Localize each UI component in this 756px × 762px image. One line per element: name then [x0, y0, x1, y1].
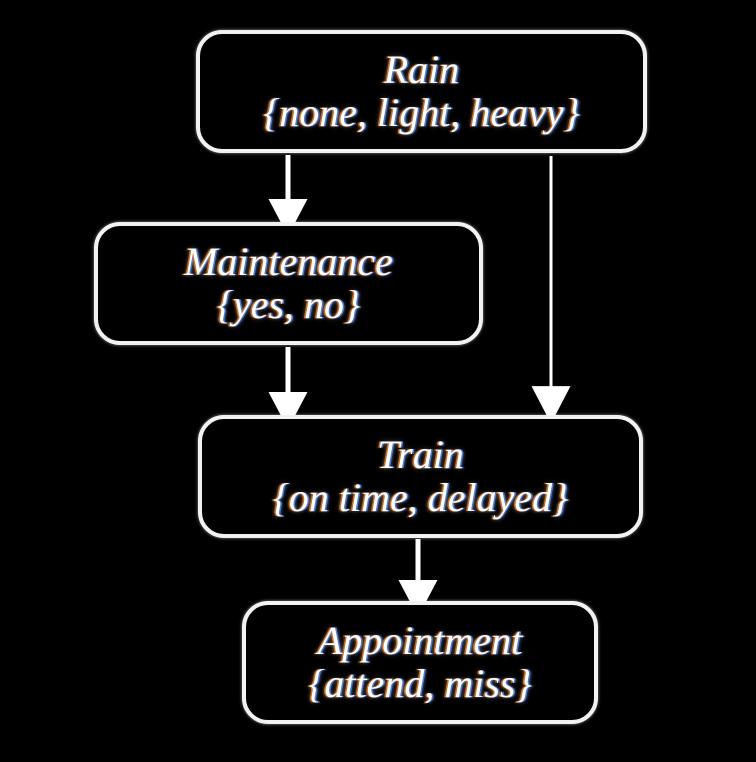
node-train[interactable]: Train {on time, delayed}: [198, 415, 643, 538]
node-rain-states: {none, light, heavy}: [263, 89, 580, 135]
node-maintenance-states: {yes, no}: [216, 281, 361, 327]
node-maintenance[interactable]: Maintenance {yes, no}: [94, 222, 483, 345]
node-rain[interactable]: Rain {none, light, heavy}: [196, 30, 647, 153]
node-train-name: Train: [377, 432, 464, 478]
node-maintenance-name: Maintenance: [184, 239, 393, 285]
node-appointment[interactable]: Appointment {attend, miss}: [242, 601, 598, 724]
node-train-states: {on time, delayed}: [272, 474, 569, 520]
node-appointment-states: {attend, miss}: [308, 660, 532, 706]
node-appointment-name: Appointment: [317, 618, 523, 664]
node-rain-name: Rain: [383, 47, 460, 93]
